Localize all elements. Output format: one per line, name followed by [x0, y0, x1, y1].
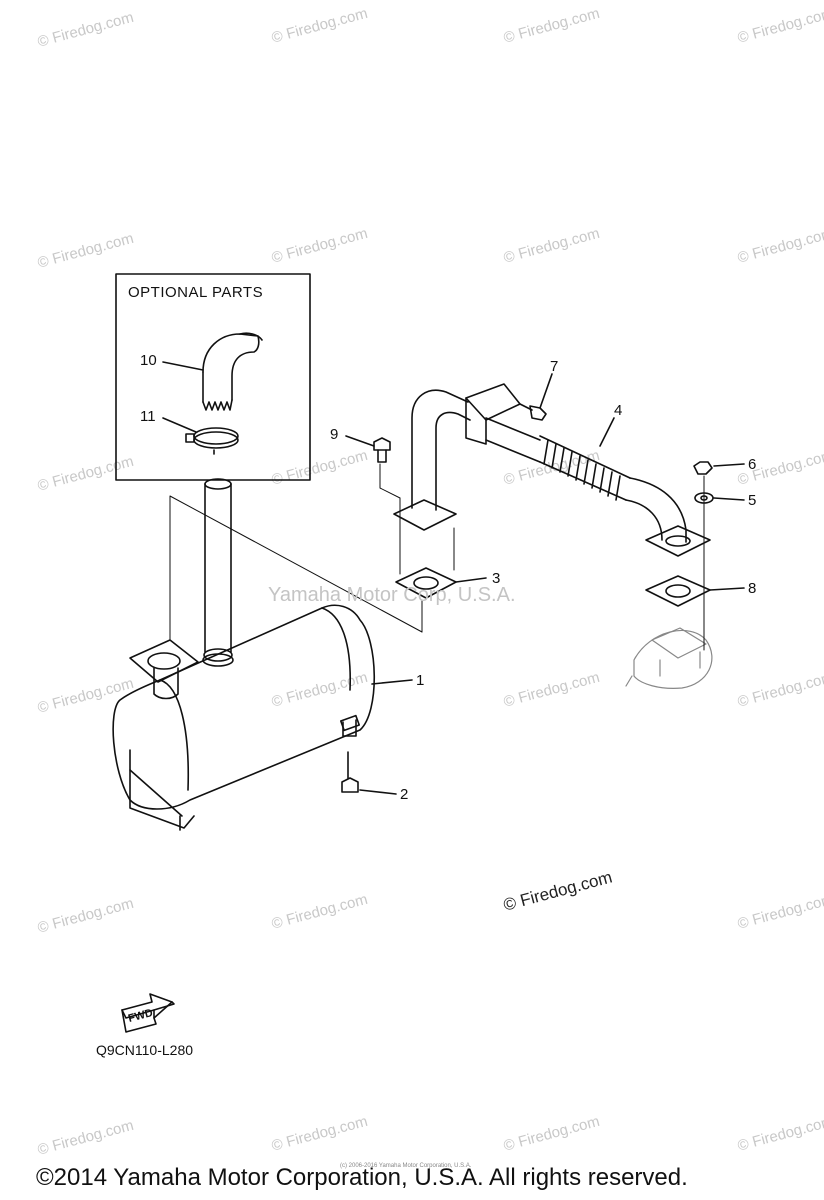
part-7-bolt	[519, 403, 547, 421]
optional-parts-title: OPTIONAL PARTS	[128, 284, 264, 301]
center-watermark: Yamaha Motor Corp, U.S.A.	[268, 584, 516, 606]
callout-8: 8	[748, 580, 757, 597]
optional-parts-box	[115, 273, 311, 481]
tail-pipe	[202, 478, 234, 667]
copyright-footer: ©2014 Yamaha Motor Corporation, U.S.A. A…	[36, 1164, 688, 1191]
muffler-inlet-flange	[129, 639, 199, 700]
muffler-body	[112, 604, 376, 831]
callout-7: 7	[550, 358, 559, 375]
exhaust-pipe	[393, 383, 711, 557]
diagram-code: Q9CN110-L280	[96, 1042, 194, 1058]
callout-5: 5	[748, 492, 757, 509]
part-2-bolt	[341, 751, 359, 793]
tiny-copyright: (c) 2006-2016 Yamaha Motor Corporation, …	[340, 1163, 472, 1169]
engine-exhaust-port	[625, 627, 713, 689]
callout-1: 1	[416, 672, 425, 689]
callout-11: 11	[140, 408, 156, 425]
callout-6: 6	[748, 456, 757, 473]
part-10-exhaust-elbow	[202, 332, 263, 411]
callout-10: 10	[140, 352, 157, 369]
callout-2: 2	[400, 786, 409, 803]
callout-3: 3	[492, 570, 501, 587]
part-6-nut	[693, 461, 713, 475]
fwd-arrow-icon	[121, 993, 175, 1033]
callout-4: 4	[614, 402, 623, 419]
part-5-washer	[694, 492, 714, 504]
part-11-clamp	[185, 427, 239, 457]
callout-9: 9	[330, 426, 339, 443]
part-8-gasket	[645, 575, 711, 607]
part-9-bolt	[373, 437, 391, 463]
